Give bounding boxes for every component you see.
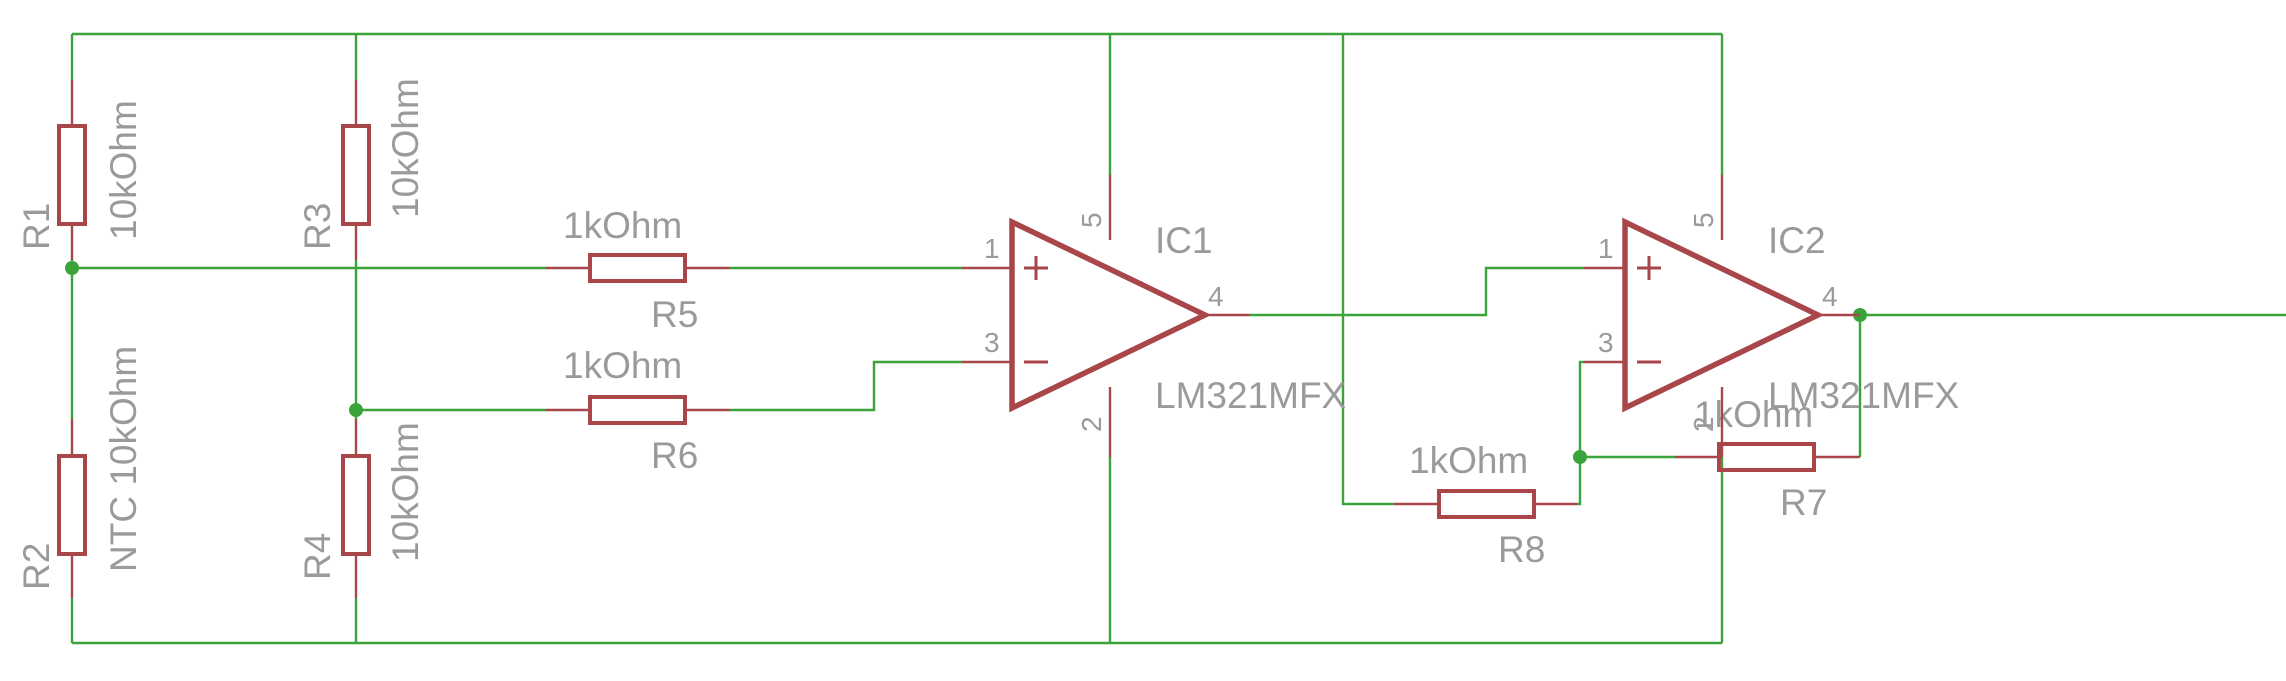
wires: [70, 32, 2286, 645]
ic1-pin-noninv: 1: [984, 233, 1000, 264]
ic1-pin-vminus: 2: [1076, 416, 1107, 432]
ic2-value: LM321MFX: [1768, 375, 1959, 416]
r1-value: 10kOhm: [103, 100, 144, 240]
r7-value: 1kOhm: [1694, 394, 1813, 435]
r6-name: R6: [651, 435, 698, 476]
resistor-r1[interactable]: [57, 80, 87, 260]
ic2-pin-vplus: 5: [1688, 212, 1719, 228]
r6-value: 1kOhm: [563, 345, 682, 386]
ic1-pin-inv: 3: [984, 327, 1000, 358]
r3-name: R3: [297, 203, 338, 250]
ic2-pin-inv: 3: [1598, 327, 1614, 358]
ic1-name: IC1: [1155, 220, 1213, 261]
wire-ic2-inv: [1578, 360, 1584, 457]
resistor-r6[interactable]: [545, 395, 730, 425]
wire-ic1-out-to-ic2: [1250, 266, 1584, 317]
r7-name: R7: [1780, 482, 1827, 523]
junction-r1-r2: [65, 261, 79, 275]
resistor-r5[interactable]: [545, 253, 730, 283]
r4-value: 10kOhm: [385, 422, 426, 562]
opamp-ic1[interactable]: [962, 175, 1250, 457]
opamp-ic2[interactable]: [1584, 175, 1860, 457]
resistor-r2[interactable]: [57, 419, 87, 598]
r5-name: R5: [651, 294, 698, 335]
ic2-pin-out: 4: [1822, 281, 1838, 312]
r5-value: 1kOhm: [563, 205, 682, 246]
r4-name: R4: [297, 533, 338, 580]
wire-r8-right: [1577, 457, 1582, 506]
resistor-r8[interactable]: [1394, 489, 1577, 519]
junctions: [65, 261, 1867, 464]
r3-value: 10kOhm: [385, 78, 426, 218]
ic2-pin-noninv: 1: [1598, 233, 1614, 264]
resistor-r4[interactable]: [341, 419, 371, 598]
junction-ic2-inv: [1573, 450, 1587, 464]
resistor-r3[interactable]: [341, 80, 371, 260]
ic1-pin-vplus: 5: [1076, 212, 1107, 228]
r8-name: R8: [1498, 529, 1545, 570]
junction-r3-r4: [349, 403, 363, 417]
ic2-pin-vminus: 2: [1688, 416, 1719, 432]
r1-name: R1: [16, 203, 57, 250]
wire-r6-to-ic1-inv: [730, 360, 962, 412]
ic1-value: LM321MFX: [1155, 375, 1346, 416]
r2-name: R2: [16, 543, 57, 590]
r2-value: NTC 10kOhm: [103, 346, 144, 572]
r8-value: 1kOhm: [1409, 440, 1528, 481]
resistor-r7[interactable]: [1675, 442, 1860, 472]
wire-r8-left: [1341, 34, 1394, 506]
ic2-name: IC2: [1768, 220, 1826, 261]
ic1-pin-out: 4: [1208, 281, 1224, 312]
